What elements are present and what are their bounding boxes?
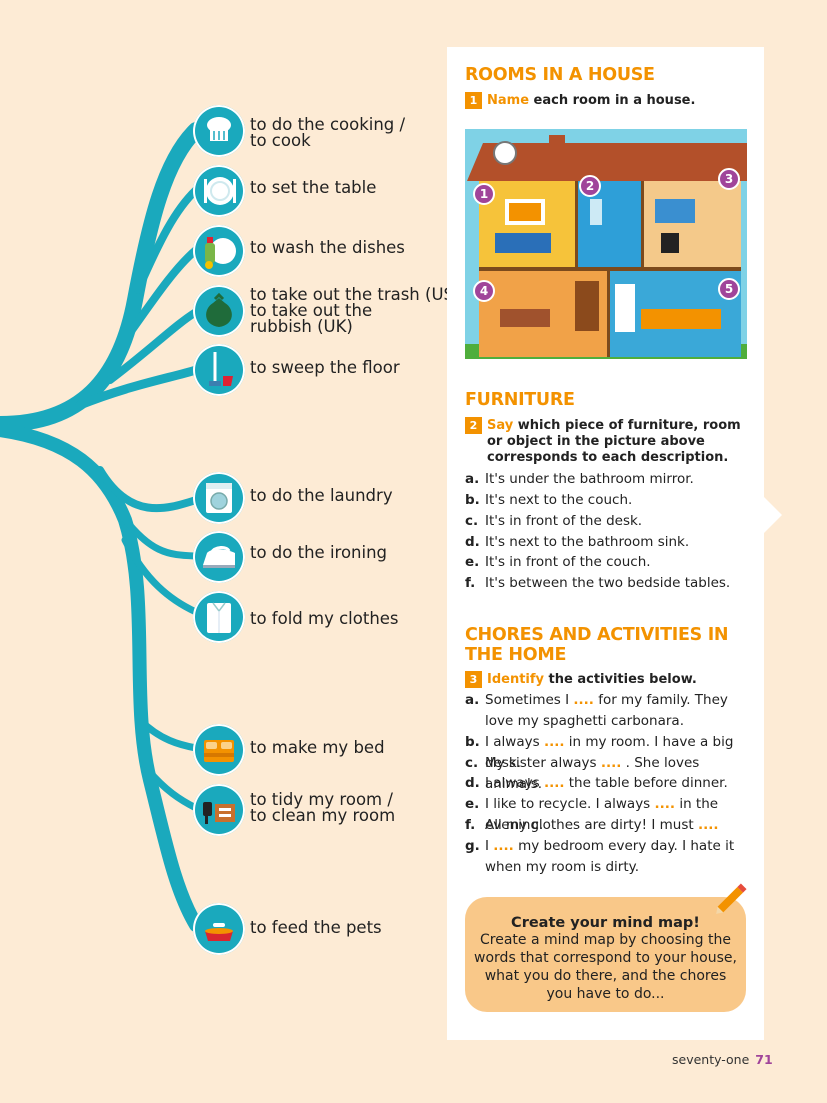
furniture-item: b.It's next to the couch. (465, 492, 633, 508)
chore-label-set-table: to set the table (250, 178, 377, 197)
section-title-rooms: ROOMS IN A HOUSE (465, 65, 655, 85)
instruction-keyword: Identify (487, 672, 545, 687)
furniture-item: c.It's in front of the desk. (465, 513, 643, 529)
exercise-instruction-1: Name each room in a house. (487, 93, 752, 109)
house-illustration: 1 2 3 4 5 (465, 129, 747, 359)
room-number-3: 3 (725, 172, 733, 186)
chore-label-fold-clothes: to fold my clothes (250, 609, 399, 628)
page-number: 71 (755, 1052, 773, 1067)
broom-icon (193, 344, 245, 396)
chore-sentence: e.I like to recycle. I always .... in th… (465, 796, 719, 833)
furniture-item: d.It's next to the bathroom sink. (465, 534, 690, 550)
chore-sentence: c.My sister always .... . She loves anim… (465, 755, 700, 792)
chore-sentence: f.All my clothes are dirty! I must .... (465, 817, 719, 833)
panel-notch (764, 497, 782, 533)
chore-label-laundry: to do the laundry (250, 486, 393, 505)
chore-label-sweep: to sweep the floor (250, 358, 400, 377)
chore-sentence: a.Sometimes I .... for my family. They l… (465, 692, 728, 729)
plate-cutlery-icon (193, 165, 245, 217)
exercise-number-3: 3 (465, 671, 482, 688)
instruction-text: which piece of furniture, room or object… (487, 418, 741, 465)
pencil-icon (716, 883, 747, 914)
room-number-1: 1 (480, 187, 488, 201)
chore-label-tidy-room: to tidy my room / to clean my room (250, 790, 396, 825)
chore-label-trash: to take out the trash (US) / to take out… (250, 285, 471, 336)
page-word: seventy-one (672, 1052, 750, 1067)
chore-sentence: d.I always .... the table before dinner. (465, 775, 728, 791)
furniture-item: e.It's in front of the couch. (465, 554, 651, 570)
section-title-furniture: FURNITURE (465, 390, 575, 410)
desk-chair-icon (193, 784, 245, 836)
dish-soap-icon (193, 225, 245, 277)
mind-map-branches (0, 122, 204, 932)
instruction-keyword: Say (487, 418, 514, 433)
section-title-chores: CHORES AND ACTIVITIES IN THE HOME (465, 625, 729, 665)
callout-title: Create your mind map! (511, 915, 700, 931)
bed-icon (193, 724, 245, 776)
furniture-item: a.It's under the bathroom mirror. (465, 471, 694, 487)
instruction-text: each room in a house. (529, 93, 696, 108)
callout-body: Create a mind map by choosing the words … (474, 932, 737, 1002)
page-footer: seventy-one 71 (672, 1052, 773, 1067)
chore-label-wash-dishes: to wash the dishes (250, 238, 405, 257)
chore-sentence: b.I always .... in my room. I have a big… (465, 734, 734, 771)
exercise-number-2: 2 (465, 417, 482, 434)
exercise-instruction-2: Say which piece of furniture, room or ob… (487, 418, 752, 466)
washing-machine-icon (193, 472, 245, 524)
mind-map-callout: Create your mind map! Create a mind map … (465, 897, 746, 1012)
chef-hat-icon (193, 105, 245, 157)
furniture-item: f.It's between the two bedside tables. (465, 575, 731, 591)
instruction-text: the activities below. (544, 672, 697, 687)
chore-label-ironing: to do the ironing (250, 543, 388, 562)
chore-label-feed-pets: to feed the pets (250, 918, 382, 937)
chore-label-make-bed: to make my bed (250, 738, 385, 757)
exercise-instruction-3: Identify the activities below. (487, 672, 752, 688)
iron-icon (193, 531, 245, 583)
room-number-markers (473, 168, 740, 302)
folded-shirt-icon (193, 591, 245, 643)
room-number-4: 4 (480, 284, 488, 298)
trash-bag-icon (193, 285, 245, 337)
room-number-5: 5 (725, 282, 733, 296)
chore-label-cooking: to do the cooking / to cook (250, 115, 406, 150)
instruction-keyword: Name (487, 93, 530, 108)
room-number-2: 2 (586, 179, 594, 193)
exercise-number-1: 1 (465, 92, 482, 109)
chore-sentence: g.I .... my bedroom every day. I hate it… (465, 838, 735, 875)
pet-bowl-icon (193, 903, 245, 955)
